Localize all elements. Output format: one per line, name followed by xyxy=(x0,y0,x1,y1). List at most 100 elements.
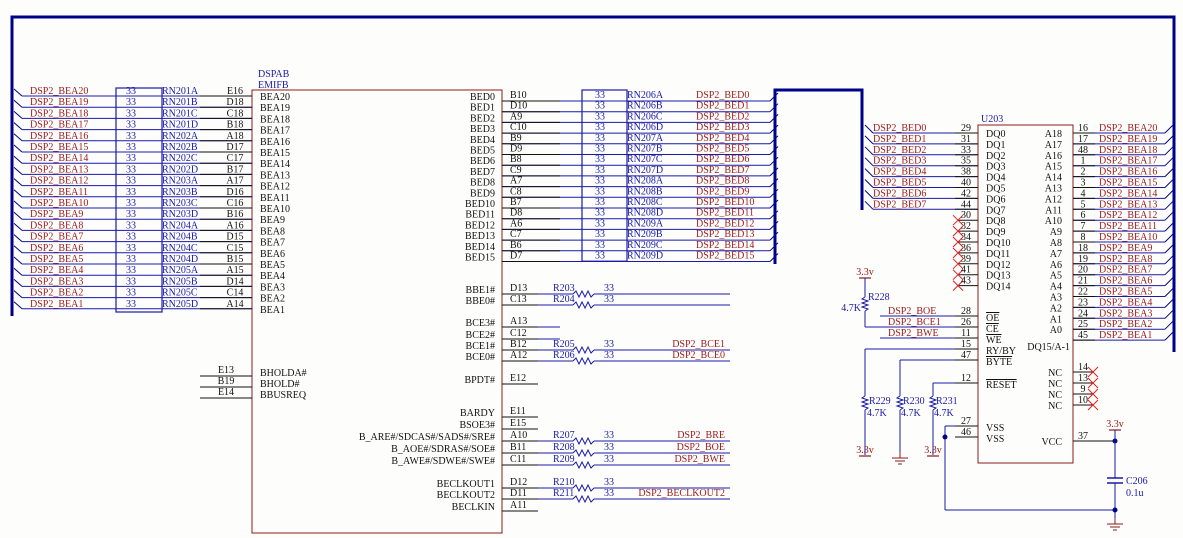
pin-number: A15 xyxy=(226,265,243,276)
bus-entry xyxy=(1164,200,1174,210)
resistor-value: 33 xyxy=(126,276,136,287)
pin-number: C10 xyxy=(510,122,527,133)
pin-number: A14 xyxy=(226,299,243,310)
resistor-ref: RN207A xyxy=(627,133,664,144)
capacitor-value: 0.1u xyxy=(1126,488,1144,499)
data-bus xyxy=(773,88,864,264)
net-label: DSP2_BED5 xyxy=(873,178,926,189)
pin-number: 25 xyxy=(1078,319,1088,330)
resistor-icon xyxy=(860,395,870,411)
resistor-ref: RN202B xyxy=(162,142,198,153)
bus-entry xyxy=(1164,244,1174,254)
pin-number: 13 xyxy=(1078,373,1088,384)
net-label: DSP2_BOE xyxy=(677,442,725,453)
pin-number: A12 xyxy=(510,350,527,361)
resistor-icon xyxy=(928,395,938,411)
pin-number: 8 xyxy=(1081,232,1086,243)
pin-number: 30 xyxy=(961,210,971,221)
power-rail-label: 3.3v xyxy=(856,445,874,456)
net-label: DSP2_BEA10 xyxy=(30,198,88,209)
resistor-ref: RN201D xyxy=(162,120,198,131)
pin-signal: BED9 xyxy=(470,188,495,199)
pin-number: C8 xyxy=(510,186,522,197)
pin-signal: A9 xyxy=(1050,227,1062,238)
pin-number: E12 xyxy=(510,373,526,384)
pin-number: 46 xyxy=(961,427,971,438)
resistor-value: 33 xyxy=(604,294,614,305)
resistor-icon xyxy=(860,296,870,312)
resistor-value: 33 xyxy=(595,101,605,112)
resistor-ref: RN201C xyxy=(162,108,198,119)
pin-number: E14 xyxy=(218,387,234,398)
resistor-value: 33 xyxy=(604,442,614,453)
resistor-ref: RN206D xyxy=(627,122,663,133)
power-rail-label: 3.3v xyxy=(1106,419,1124,430)
pin-number: A7 xyxy=(510,176,522,187)
pin-signal: BEA17 xyxy=(260,126,290,137)
net-label: DSP2_BED14 xyxy=(696,240,754,251)
resistor-ref: RN204B xyxy=(162,232,198,243)
bus-entry xyxy=(864,135,874,145)
pin-number: D14 xyxy=(226,276,243,287)
pin-signal: BEA9 xyxy=(260,215,285,226)
pin-signal: DQ4 xyxy=(986,173,1005,184)
net-label: DSP2_BED6 xyxy=(873,188,926,199)
resistor-value: 4.7K xyxy=(867,408,888,419)
resistor-value: 33 xyxy=(126,243,136,254)
pin-signal: BED5 xyxy=(470,146,495,157)
resistor-ref: R231 xyxy=(936,396,958,407)
pin-signal: BED2 xyxy=(470,113,495,124)
resistor-ref: RN208D xyxy=(627,208,663,219)
pin-number: 11 xyxy=(961,328,971,339)
pin-signal: DQ15/A-1 xyxy=(1027,342,1070,353)
net-label: DSP2_BEA19 xyxy=(1099,134,1157,145)
resistor-value: 4.7K xyxy=(901,408,922,419)
pin-signal: A2 xyxy=(1050,303,1062,314)
net-label: DSP2_BEA6 xyxy=(30,243,83,254)
net-label: DSP2_BEA20 xyxy=(30,86,88,97)
pin-signal: BED15 xyxy=(465,253,495,264)
pin-number: E16 xyxy=(227,86,243,97)
resistor-ref: RN207D xyxy=(627,165,663,176)
pin-signal: BEA10 xyxy=(260,204,290,215)
net-label: DSP2_BWE xyxy=(674,454,725,465)
resistor-ref: RN208B xyxy=(627,186,663,197)
pin-number: 38 xyxy=(961,167,971,178)
pin-signal: DQ3 xyxy=(986,162,1005,173)
resistor-value: 33 xyxy=(595,186,605,197)
bus-entry xyxy=(13,99,23,108)
pin-signal: BHOLDA# xyxy=(260,368,307,379)
pin-signal: BED12 xyxy=(465,220,495,231)
pin-signal: BED10 xyxy=(465,199,495,210)
pin-number: 1 xyxy=(1081,156,1086,167)
bus-entry xyxy=(1164,331,1174,341)
resistor-value: 33 xyxy=(604,488,614,499)
pin-number: A16 xyxy=(226,220,243,231)
net-label: DSP2_BEA7 xyxy=(30,232,83,243)
pin-number: C13 xyxy=(510,294,527,305)
net-label: DSP2_BEA19 xyxy=(30,97,88,108)
pin-number: E11 xyxy=(510,406,526,417)
pin-signal: B_ARE#/SDCAS#/SADS#/SRE# xyxy=(359,432,495,443)
pin-signal: BBUSREQ xyxy=(260,390,307,401)
pin-signal: BCE3# xyxy=(466,318,495,329)
resistor-value: 33 xyxy=(595,229,605,240)
net-label: DSP2_BEA16 xyxy=(1099,167,1157,178)
pin-signal: BEA13 xyxy=(260,170,290,181)
resistor-ref: RN202A xyxy=(162,131,199,142)
pin-signal: DQ2 xyxy=(986,151,1005,162)
pin-signal: DQ10 xyxy=(986,238,1010,249)
net-label: DSP2_BOE xyxy=(888,306,936,317)
pin-signal: WE xyxy=(986,335,1002,346)
resistor-value: 33 xyxy=(595,144,605,155)
resistor-icon xyxy=(572,483,595,493)
net-label: DSP2_BEA18 xyxy=(30,108,88,119)
resistor-value: 33 xyxy=(595,240,605,251)
net-label: DSP2_BEA9 xyxy=(30,209,83,220)
pin-signal: BBE1# xyxy=(466,285,495,296)
pin-signal: DQ7 xyxy=(986,205,1005,216)
resistor-ref: RN207B xyxy=(627,144,663,155)
pin-number: A9 xyxy=(510,111,522,122)
resistor-value: 33 xyxy=(595,176,605,187)
resistor-ref: RN209C xyxy=(627,240,663,251)
